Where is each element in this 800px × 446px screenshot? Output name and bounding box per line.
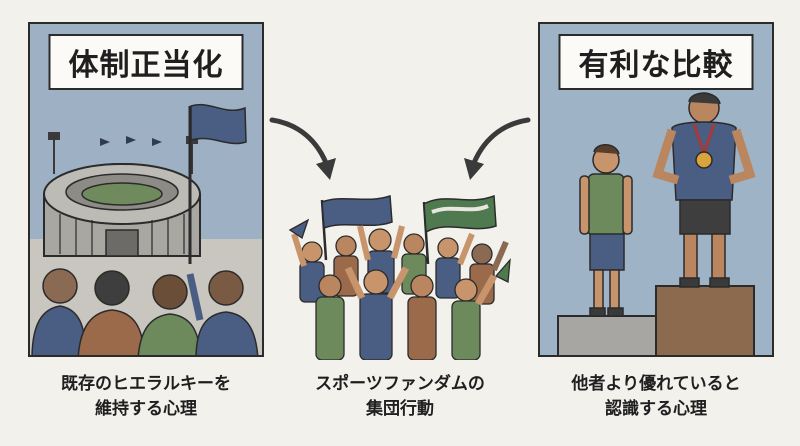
crowd-icon [282,190,518,360]
caption-line: 集団行動 [366,399,434,419]
favorable-comparison-title: 有利な比較 [558,34,754,90]
podium-illustration [557,92,756,355]
arrow-left-icon [269,117,336,180]
medal-icon [692,123,716,169]
stadium-icon [43,132,201,257]
system-justification-caption: 既存のヒエラルキーを 維持する心理 [28,372,264,422]
stadium-illustration [30,103,262,355]
arrow-right-icon [464,117,531,180]
winning-person [652,92,756,288]
caption-line: 認識する心理 [605,399,707,419]
caption-line: 既存のヒエラルキーを [61,374,231,394]
spectators [31,268,259,355]
sports-fandom-caption: スポーツファンダムの 集団行動 [282,372,518,422]
flag-icon [188,103,247,264]
favorable-comparison-panel: 有利な比較 [538,22,774,357]
caption-line: 維持する心理 [95,399,197,419]
system-justification-panel: 体制正当化 [28,22,264,357]
caption-line: スポーツファンダムの [315,374,485,394]
favorable-comparison-caption: 他者より優れていると 認識する心理 [538,372,774,422]
center-flag-green [422,194,497,265]
center-flag-navy [320,194,393,261]
smaller-person [579,144,633,317]
system-justification-title: 体制正当化 [48,34,244,90]
fans [288,218,511,360]
caption-line: 他者より優れていると [571,374,741,394]
podium-icon [557,285,755,355]
